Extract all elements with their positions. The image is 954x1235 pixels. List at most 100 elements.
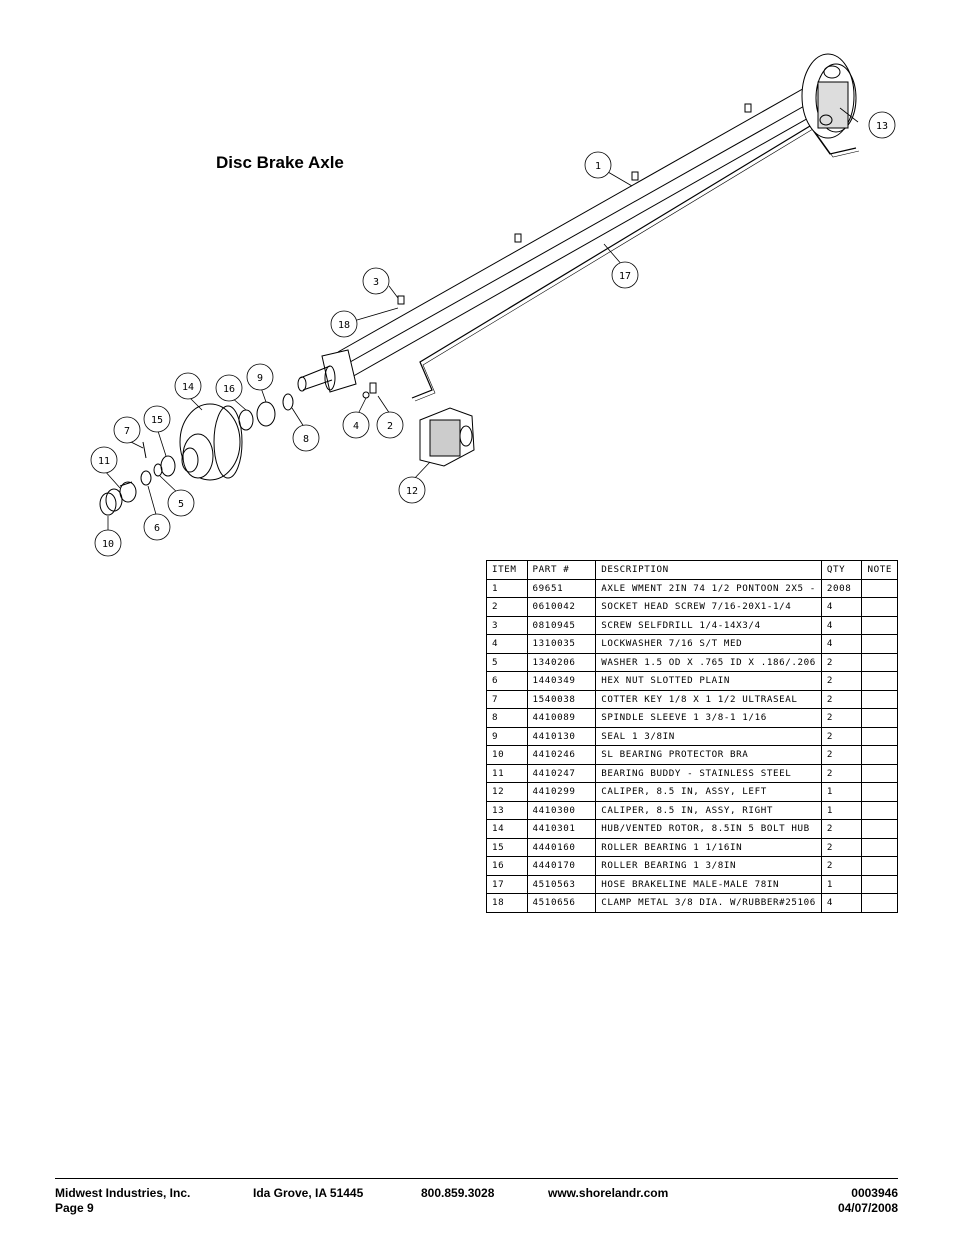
header-description: DESCRIPTION xyxy=(595,560,822,580)
cell-note xyxy=(861,615,898,635)
cell-qty: 2 xyxy=(820,819,863,839)
cell-description: SL BEARING PROTECTOR BRA xyxy=(595,745,822,765)
seal-9 xyxy=(256,401,276,427)
balloon-4: 4 xyxy=(353,421,359,432)
cell-note xyxy=(861,597,898,617)
cell-description: HOSE BRAKELINE MALE-MALE 78IN xyxy=(595,874,822,894)
balloon-10: 10 xyxy=(102,539,114,550)
cell-description: LOCKWASHER 7/16 S/T MED xyxy=(595,634,822,654)
cell-note xyxy=(861,856,898,876)
balloon-15: 15 xyxy=(151,415,163,426)
cell-description: ROLLER BEARING 1 1/16IN xyxy=(595,837,822,857)
balloon-14: 14 xyxy=(182,382,194,393)
table-header-row: ITEM PART # DESCRIPTION QTY NOTE xyxy=(486,560,898,580)
cell-note xyxy=(861,782,898,802)
balloon-17: 17 xyxy=(619,271,631,282)
cell-part-number: 4440160 xyxy=(526,837,597,857)
fasteners xyxy=(362,103,752,399)
cell-note xyxy=(861,893,898,913)
cell-note xyxy=(861,837,898,857)
cell-item: 17 xyxy=(486,874,528,894)
cell-part-number: 4410300 xyxy=(526,800,597,820)
cell-description: SEAL 1 3/8IN xyxy=(595,726,822,746)
footer-page-number: Page 9 xyxy=(55,1201,94,1215)
item-balloons xyxy=(90,111,896,557)
cell-note xyxy=(861,874,898,894)
footer-doc-number: 0003946 xyxy=(851,1186,898,1200)
cell-qty: 4 xyxy=(820,893,863,913)
cell-note xyxy=(861,671,898,691)
cell-description: CALIPER, 8.5 IN, ASSY, LEFT xyxy=(595,782,822,802)
balloon-16: 16 xyxy=(223,384,235,395)
cell-item: 10 xyxy=(486,745,528,765)
cell-qty: 2 xyxy=(820,763,863,783)
cell-item: 1 xyxy=(486,578,528,598)
cell-item: 7 xyxy=(486,689,528,709)
cell-description: CLAMP METAL 3/8 DIA. W/RUBBER#25106 xyxy=(595,893,822,913)
cell-part-number: 4410299 xyxy=(526,782,597,802)
cell-qty: 2 xyxy=(820,689,863,709)
bearing-15 xyxy=(160,455,176,477)
cell-note xyxy=(861,634,898,654)
cell-description: SOCKET HEAD SCREW 7/16-20X1-1/4 xyxy=(595,597,822,617)
cell-part-number: 4510656 xyxy=(526,893,597,913)
balloon-8: 8 xyxy=(303,434,309,445)
cell-qty: 2 xyxy=(820,726,863,746)
cell-part-number: 4440170 xyxy=(526,856,597,876)
cell-part-number: 1440349 xyxy=(526,671,597,691)
cell-item: 12 xyxy=(486,782,528,802)
cell-item: 8 xyxy=(486,708,528,728)
cell-description: AXLE WMENT 2IN 74 1/2 PONTOON 2X5 - xyxy=(595,578,822,598)
header-item: ITEM xyxy=(486,560,528,580)
leader-lines xyxy=(103,107,859,532)
cell-qty: 2008 xyxy=(820,578,863,598)
cell-note xyxy=(861,819,898,839)
cell-note xyxy=(861,652,898,672)
cell-note xyxy=(861,763,898,783)
cell-description: HUB/VENTED ROTOR, 8.5IN 5 BOLT HUB xyxy=(595,819,822,839)
cell-part-number: 69651 xyxy=(526,578,597,598)
bearing-16 xyxy=(238,409,254,431)
balloon-18: 18 xyxy=(338,320,350,331)
cell-description: COTTER KEY 1/8 X 1 1/2 ULTRASEAL xyxy=(595,689,822,709)
cell-note xyxy=(861,726,898,746)
cell-description: HEX NUT SLOTTED PLAIN xyxy=(595,671,822,691)
cell-item: 18 xyxy=(486,893,528,913)
sleeve-8 xyxy=(282,393,294,411)
cell-part-number: 0810945 xyxy=(526,615,597,635)
cell-item: 16 xyxy=(486,856,528,876)
header-note: NOTE xyxy=(861,560,898,580)
cell-description: BEARING BUDDY - STAINLESS STEEL xyxy=(595,763,822,783)
cell-item: 11 xyxy=(486,763,528,783)
cell-note xyxy=(861,708,898,728)
balloon-5: 5 xyxy=(178,499,184,510)
cell-part-number: 1340206 xyxy=(526,652,597,672)
footer-website[interactable]: www.shorelandr.com xyxy=(548,1186,669,1200)
cell-qty: 2 xyxy=(820,856,863,876)
cell-item: 2 xyxy=(486,597,528,617)
cell-item: 4 xyxy=(486,634,528,654)
balloon-6: 6 xyxy=(154,523,160,534)
header-part-number: PART # xyxy=(526,560,597,580)
footer-company: Midwest Industries, Inc. xyxy=(55,1186,191,1200)
cell-part-number: 1310035 xyxy=(526,634,597,654)
cell-description: SCREW SELFDRILL 1/4-14X3/4 xyxy=(595,615,822,635)
spindle-flange xyxy=(297,349,357,393)
cell-part-number: 4410247 xyxy=(526,763,597,783)
cell-note xyxy=(861,745,898,765)
hub-rotor xyxy=(179,403,243,481)
cell-item: 9 xyxy=(486,726,528,746)
